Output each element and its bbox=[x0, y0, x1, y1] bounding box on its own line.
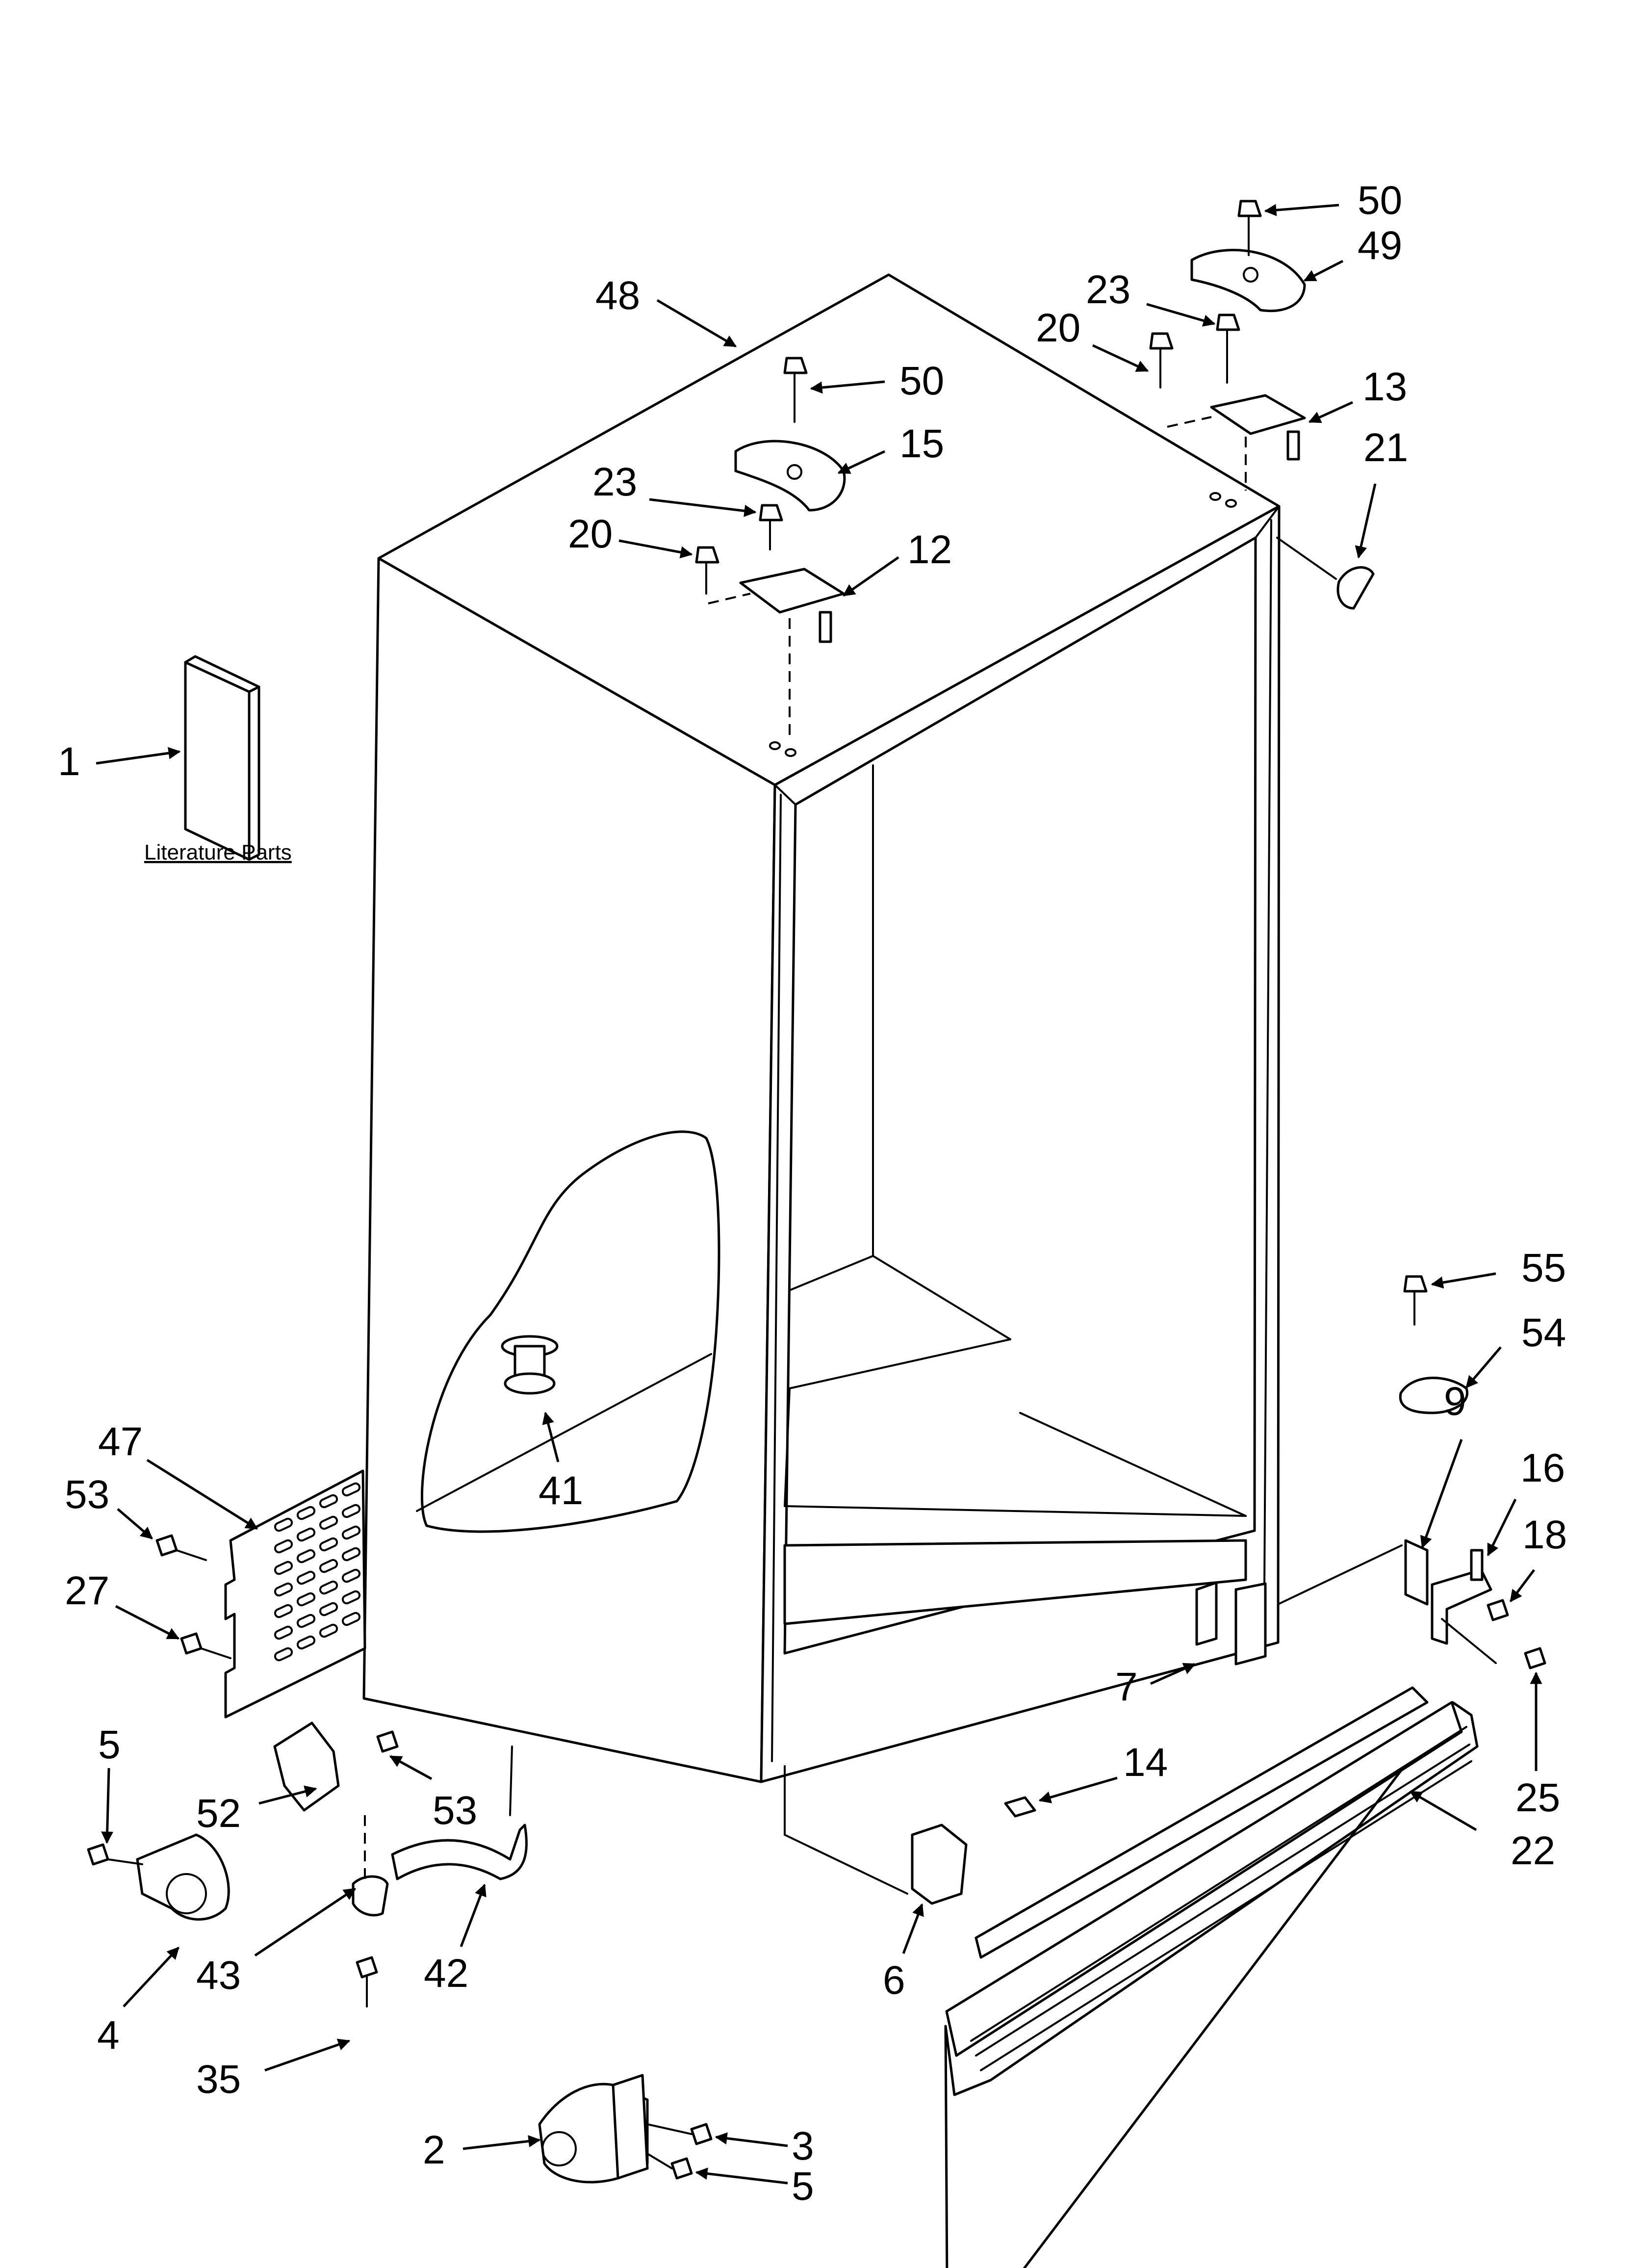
callout-13: 13 bbox=[1362, 365, 1407, 409]
grille-slot bbox=[296, 1506, 316, 1520]
grille-slot bbox=[341, 1612, 361, 1626]
callout-23-right: 23 bbox=[1086, 267, 1130, 312]
drain-grommet bbox=[501, 1335, 559, 1395]
callout-21: 21 bbox=[1363, 425, 1408, 470]
callout-41: 41 bbox=[539, 1468, 583, 1513]
callout-labels: 50 49 48 23 20 13 50 15 21 23 20 12 1 55… bbox=[58, 178, 1567, 2209]
callout-42: 42 bbox=[424, 1951, 468, 1996]
grille-slot bbox=[341, 1568, 361, 1583]
callout-leaders bbox=[96, 204, 1542, 2185]
literature-parts-booklet bbox=[184, 655, 260, 861]
callout-23-left: 23 bbox=[592, 460, 637, 504]
callout-43: 43 bbox=[196, 1953, 241, 1998]
callout-50-left: 50 bbox=[899, 359, 944, 403]
grille-slot bbox=[296, 1527, 316, 1542]
callout-14: 14 bbox=[1123, 1740, 1168, 1785]
callout-22: 22 bbox=[1511, 1828, 1555, 1873]
callout-50-top: 50 bbox=[1358, 178, 1402, 223]
grille-slot bbox=[319, 1537, 338, 1552]
grille-slot bbox=[274, 1517, 293, 1532]
grille-slot bbox=[296, 1614, 316, 1628]
grille-slot bbox=[274, 1625, 293, 1640]
grille-slot bbox=[274, 1647, 293, 1662]
callout-27: 27 bbox=[65, 1568, 109, 1613]
callout-16: 16 bbox=[1520, 1446, 1565, 1490]
callout-25: 25 bbox=[1515, 1775, 1560, 1820]
callout-55: 55 bbox=[1521, 1246, 1566, 1290]
grille-slot bbox=[341, 1482, 361, 1497]
refrigerator-cabinet bbox=[362, 273, 1281, 1836]
base-grille bbox=[944, 1686, 1479, 2268]
grille-slot bbox=[319, 1515, 338, 1530]
grille-slot bbox=[341, 1547, 361, 1562]
callout-53-bottom: 53 bbox=[433, 1788, 477, 1833]
rear-left-parts bbox=[87, 1721, 528, 2007]
callout-1: 1 bbox=[58, 739, 80, 784]
grille-slot bbox=[341, 1504, 361, 1518]
callout-20-left: 20 bbox=[568, 512, 613, 556]
front-brackets bbox=[784, 1581, 1218, 1905]
grille-slot bbox=[341, 1525, 361, 1540]
callout-5-left: 5 bbox=[98, 1722, 121, 1767]
callout-53-left: 53 bbox=[65, 1472, 109, 1517]
grille-slot bbox=[341, 1590, 361, 1605]
callout-20-right: 20 bbox=[1036, 306, 1080, 350]
bottom-hinge-right bbox=[1277, 1275, 1546, 1669]
callout-18: 18 bbox=[1522, 1512, 1567, 1557]
top-hinge-right bbox=[1149, 200, 1375, 610]
grille-slot bbox=[319, 1580, 338, 1595]
bottom-hinge-center bbox=[538, 2074, 713, 2184]
grille-slot bbox=[319, 1623, 338, 1638]
callout-12: 12 bbox=[907, 527, 952, 572]
callout-3: 3 bbox=[792, 2124, 814, 2168]
grille-slot bbox=[274, 1604, 293, 1618]
callout-7: 7 bbox=[1115, 1665, 1138, 1709]
grille-slot bbox=[296, 1549, 316, 1564]
grille-slot bbox=[319, 1602, 338, 1616]
grille-slot bbox=[274, 1539, 293, 1554]
callout-15: 15 bbox=[899, 421, 944, 466]
grille-slot bbox=[274, 1582, 293, 1597]
grille-slot bbox=[296, 1570, 316, 1585]
grille-slot bbox=[296, 1635, 316, 1650]
grille-slot bbox=[274, 1561, 293, 1575]
grille-slot bbox=[319, 1559, 338, 1573]
grille-slot bbox=[319, 1494, 338, 1509]
callout-47: 47 bbox=[98, 1419, 143, 1464]
callout-52: 52 bbox=[196, 1791, 241, 1836]
callout-48: 48 bbox=[595, 273, 640, 318]
callout-9: 9 bbox=[1444, 1379, 1466, 1424]
callout-6: 6 bbox=[883, 1958, 905, 2003]
callout-49: 49 bbox=[1358, 223, 1402, 268]
literature-caption: Literature Parts bbox=[144, 840, 292, 864]
callout-5-bottom: 5 bbox=[792, 2164, 814, 2209]
callout-4: 4 bbox=[97, 2013, 120, 2058]
callout-35: 35 bbox=[196, 2057, 241, 2102]
callout-54: 54 bbox=[1521, 1310, 1566, 1355]
top-hinge-left bbox=[695, 357, 846, 741]
callout-2: 2 bbox=[423, 2128, 445, 2172]
grille-slot bbox=[296, 1592, 316, 1607]
rear-grille bbox=[155, 1469, 366, 1719]
